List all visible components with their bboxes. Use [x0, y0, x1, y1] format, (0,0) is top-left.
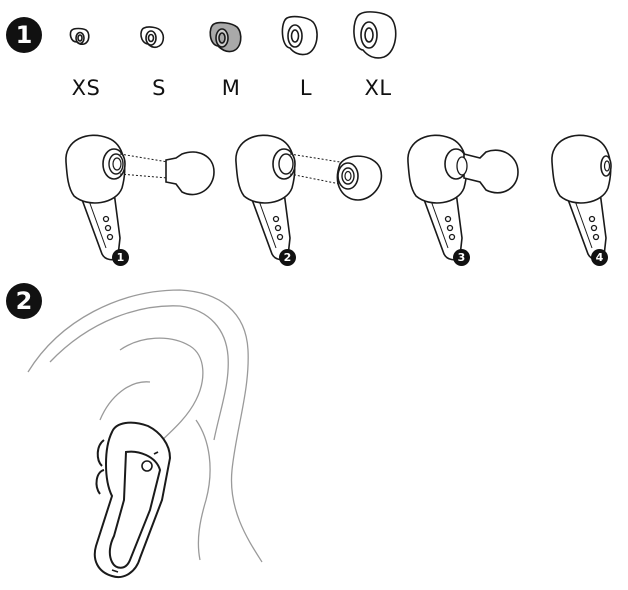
step-1-number: 1: [116, 251, 125, 264]
section-2-number: 2: [15, 287, 33, 315]
size-label-m: M: [221, 76, 241, 100]
ear-tip-xs-icon: [69, 27, 90, 46]
ear-tip-l-icon: [281, 15, 318, 56]
size-label-xs: XS: [71, 76, 101, 100]
step-1-illustration: [65, 134, 215, 261]
step-2-illustration: [235, 134, 383, 261]
size-label-xl: XL: [364, 76, 392, 100]
step-2-badge: 2: [279, 249, 296, 266]
size-label-l: L: [299, 76, 313, 100]
ear-tip-xl-icon: [353, 11, 397, 59]
step-4-badge: 4: [591, 249, 608, 266]
ear-tips-row: [69, 11, 397, 59]
step-3-illustration: [407, 134, 519, 261]
section-1-number: 1: [15, 21, 33, 49]
ear-tip-s-icon: [140, 26, 165, 49]
size-label-s: S: [152, 76, 166, 100]
step-2-number: 2: [283, 251, 292, 264]
step-3-badge: 3: [453, 249, 470, 266]
step-4-illustration: [551, 134, 612, 261]
ear-outline-icon: [27, 289, 263, 563]
worn-earbud-illustration: [27, 289, 263, 578]
section-1-badge: 1: [6, 17, 42, 53]
worn-earbud-icon: [93, 421, 172, 578]
ear-tip-m-icon: [209, 21, 242, 53]
step-3-number: 3: [457, 251, 466, 264]
section-2-badge: 2: [6, 283, 42, 319]
step-1-badge: 1: [112, 249, 129, 266]
step-4-number: 4: [595, 251, 604, 264]
tip-replacement-steps: [65, 134, 612, 261]
